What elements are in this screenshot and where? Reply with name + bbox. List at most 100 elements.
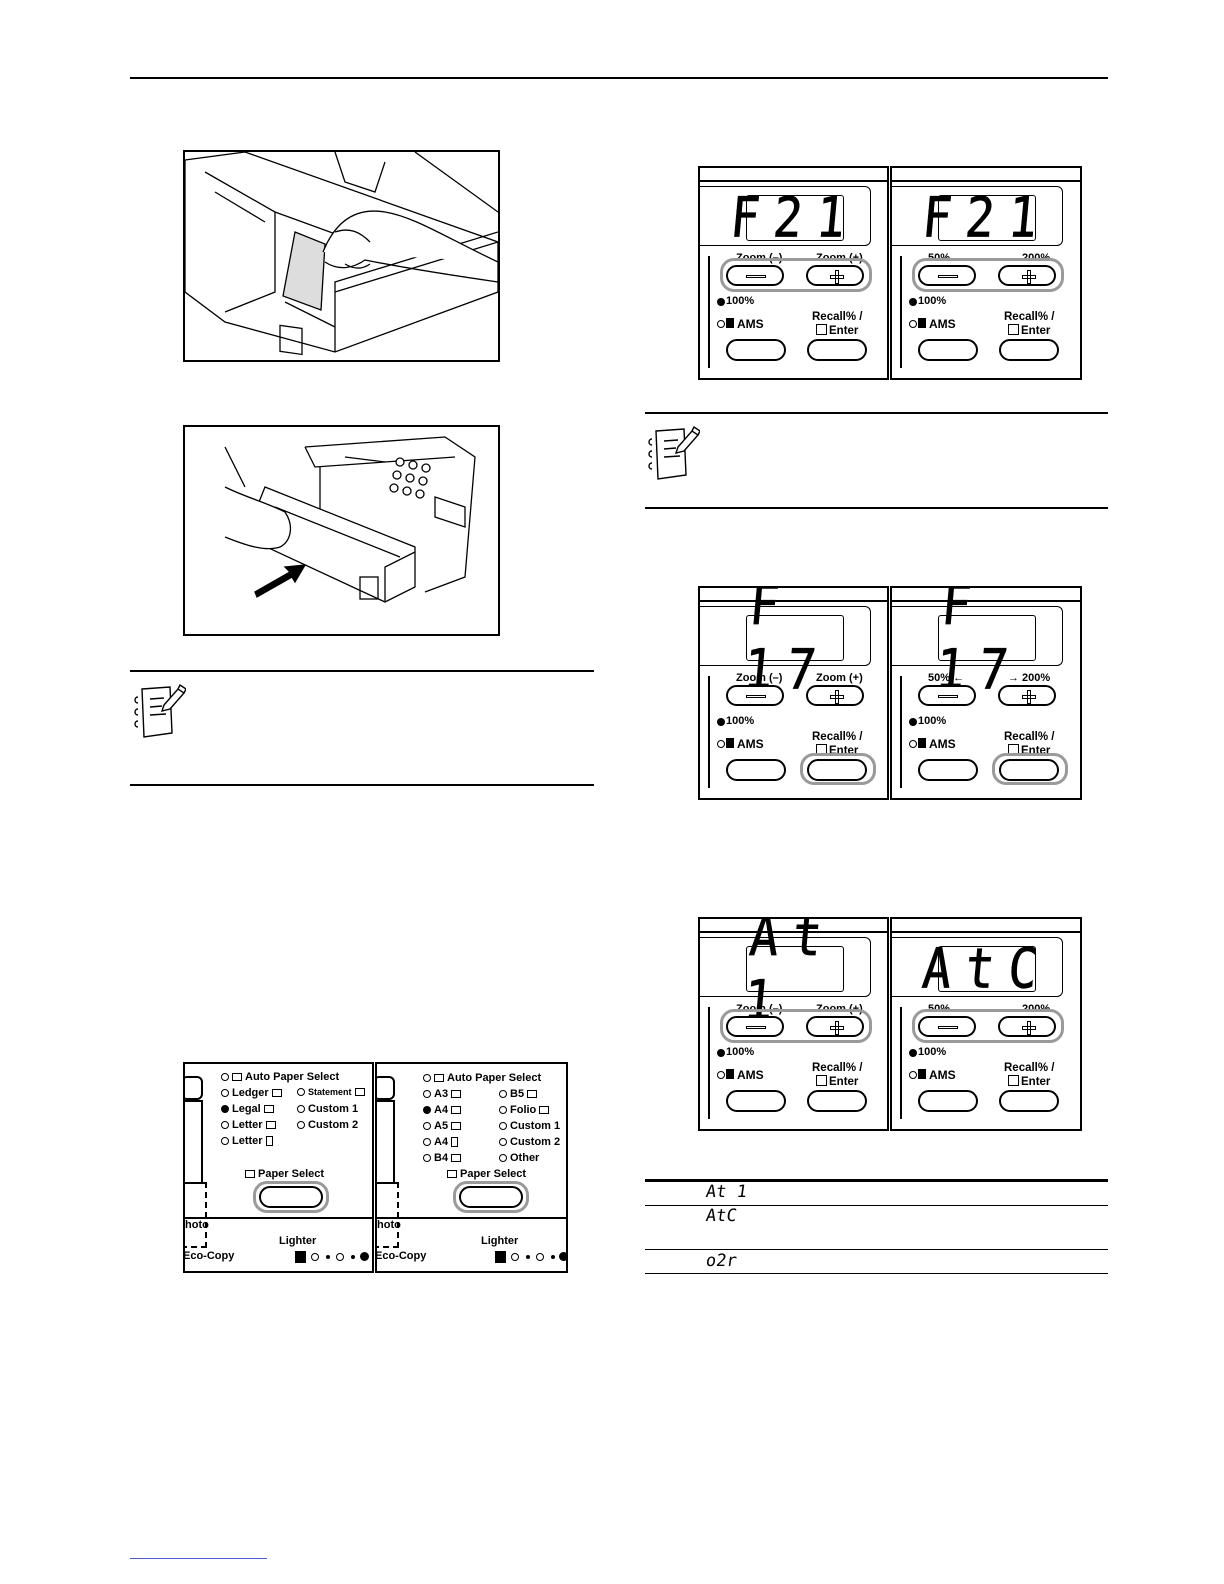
zoom-minus-button[interactable]	[918, 265, 976, 286]
paper-select-panel-metric: Auto Paper Select A3 A4 A5 A4 B4 B5 Foli…	[375, 1062, 568, 1273]
lcd-readout: F 17	[741, 586, 833, 703]
zoom-plus-button[interactable]	[806, 1016, 864, 1037]
recall-enter-button[interactable]	[999, 339, 1059, 361]
paper-size-a4: A4	[423, 1104, 462, 1116]
ams-label: AMS	[737, 737, 764, 751]
recall-label: Recall% /	[812, 311, 863, 323]
note-rule-top-right	[645, 412, 1108, 414]
ams-button[interactable]	[918, 339, 978, 361]
table-rule-bottom	[645, 1273, 1108, 1274]
code-row-atc: AtC	[704, 1206, 739, 1226]
zoom-minus-button[interactable]	[726, 1016, 784, 1037]
lcd-display: AtC	[919, 936, 1055, 1002]
paper-size-custom2: Custom 2	[297, 1119, 358, 1131]
enter-label: Enter	[816, 1075, 858, 1088]
recall-enter-button[interactable]	[999, 759, 1059, 781]
photo-label-metric: hoto	[377, 1219, 401, 1231]
lcd-readout: F 17	[933, 586, 1025, 703]
zoom-plus-button[interactable]	[806, 265, 864, 286]
code-row-o2r: o2r	[704, 1251, 739, 1271]
ams-label: AMS	[929, 737, 956, 751]
cassette-card-illustration	[183, 150, 500, 362]
zoom-minus-button[interactable]	[726, 265, 784, 286]
preset-100-label: 100%	[918, 295, 947, 307]
lcd-display: At 1	[741, 919, 844, 1034]
recall-label: Recall% /	[1004, 311, 1055, 323]
ams-button[interactable]	[726, 1090, 786, 1112]
paper-size-a5: A5	[423, 1120, 462, 1132]
note-rule-top-left	[130, 670, 594, 672]
paper-select-panel-inch: Auto Paper Select Ledger Legal Letter Le…	[183, 1062, 374, 1273]
table-rule-top	[645, 1179, 1108, 1182]
paper-size-statement: Statement	[297, 1087, 365, 1097]
zoom-minus-label: Zoom (–)	[736, 672, 783, 684]
ams-label: AMS	[737, 317, 764, 331]
zoom-minus-button[interactable]	[726, 685, 784, 706]
notepad-icon-right	[648, 425, 701, 490]
recall-label: Recall% /	[812, 731, 863, 743]
zoom-plus-button[interactable]	[998, 265, 1056, 286]
lcd-display: F21	[919, 185, 1054, 250]
header-rule	[130, 77, 1108, 79]
lcd-readout: F21	[727, 185, 863, 251]
paper-size-ledger: Ledger	[221, 1087, 282, 1099]
photo-label: hoto	[185, 1219, 209, 1231]
paper-size-letter: Letter	[221, 1119, 276, 1131]
auto-paper-select-label-metric: Auto Paper Select	[423, 1072, 541, 1084]
lcd-display: F 17	[741, 586, 844, 703]
footnote-rule	[130, 1558, 267, 1559]
ams-button[interactable]	[918, 759, 978, 781]
lighter-label: Lighter	[279, 1235, 317, 1247]
paper-size-other: Other	[499, 1152, 539, 1164]
preset-100-label: 100%	[726, 715, 755, 727]
table-rule-1	[645, 1205, 1108, 1206]
lcd-readout: AtC	[919, 936, 1055, 1002]
recall-label: Recall% /	[1004, 731, 1055, 743]
zoom-plus-label: Zoom (+)	[816, 672, 863, 684]
notepad-icon	[134, 683, 187, 748]
enter-label: Enter	[1008, 1075, 1050, 1088]
enter-label: Enter	[816, 324, 858, 337]
paper-size-a4r: A4	[423, 1136, 459, 1148]
paper-size-custom2-metric: Custom 2	[499, 1136, 560, 1148]
ams-label: AMS	[929, 317, 956, 331]
recall-enter-button[interactable]	[807, 1090, 867, 1112]
recall-enter-button[interactable]	[807, 339, 867, 361]
preset-100-label: 100%	[726, 1046, 755, 1058]
enter-label: Enter	[1008, 324, 1050, 337]
recall-label: Recall% /	[812, 1062, 863, 1074]
paper-size-a3: A3	[423, 1088, 462, 1100]
paper-size-custom1-metric: Custom 1	[499, 1120, 560, 1132]
lcd-display: F 17	[933, 586, 1036, 703]
zoom-plus-label: → 200%	[1008, 672, 1051, 684]
zoom-plus-button[interactable]	[998, 685, 1056, 706]
ams-button[interactable]	[918, 1090, 978, 1112]
paper-select-label: Paper Select	[245, 1168, 324, 1180]
lighter-label-metric: Lighter	[481, 1235, 519, 1247]
note-rule-bottom-left	[130, 784, 594, 786]
paper-size-b5: B5	[499, 1088, 538, 1100]
ams-button[interactable]	[726, 759, 786, 781]
code-row-at1: At 1	[704, 1182, 749, 1202]
paper-select-button-metric[interactable]	[459, 1186, 523, 1208]
paper-size-b4: B4	[423, 1152, 462, 1164]
paper-select-button[interactable]	[259, 1186, 323, 1208]
recall-label: Recall% /	[1004, 1062, 1055, 1074]
zoom-plus-button[interactable]	[998, 1016, 1056, 1037]
zoom-minus-label: 50% ←	[928, 672, 965, 684]
note-rule-bottom-right	[645, 507, 1108, 509]
auto-paper-select-label: Auto Paper Select	[221, 1071, 339, 1083]
paper-select-label-metric: Paper Select	[447, 1168, 526, 1180]
zoom-plus-button[interactable]	[806, 685, 864, 706]
zoom-minus-button[interactable]	[918, 1016, 976, 1037]
recall-enter-button[interactable]	[807, 759, 867, 781]
recall-enter-button[interactable]	[999, 1090, 1059, 1112]
paper-size-letter-r: Letter	[221, 1135, 273, 1147]
zoom-minus-button[interactable]	[918, 685, 976, 706]
ams-button[interactable]	[726, 339, 786, 361]
